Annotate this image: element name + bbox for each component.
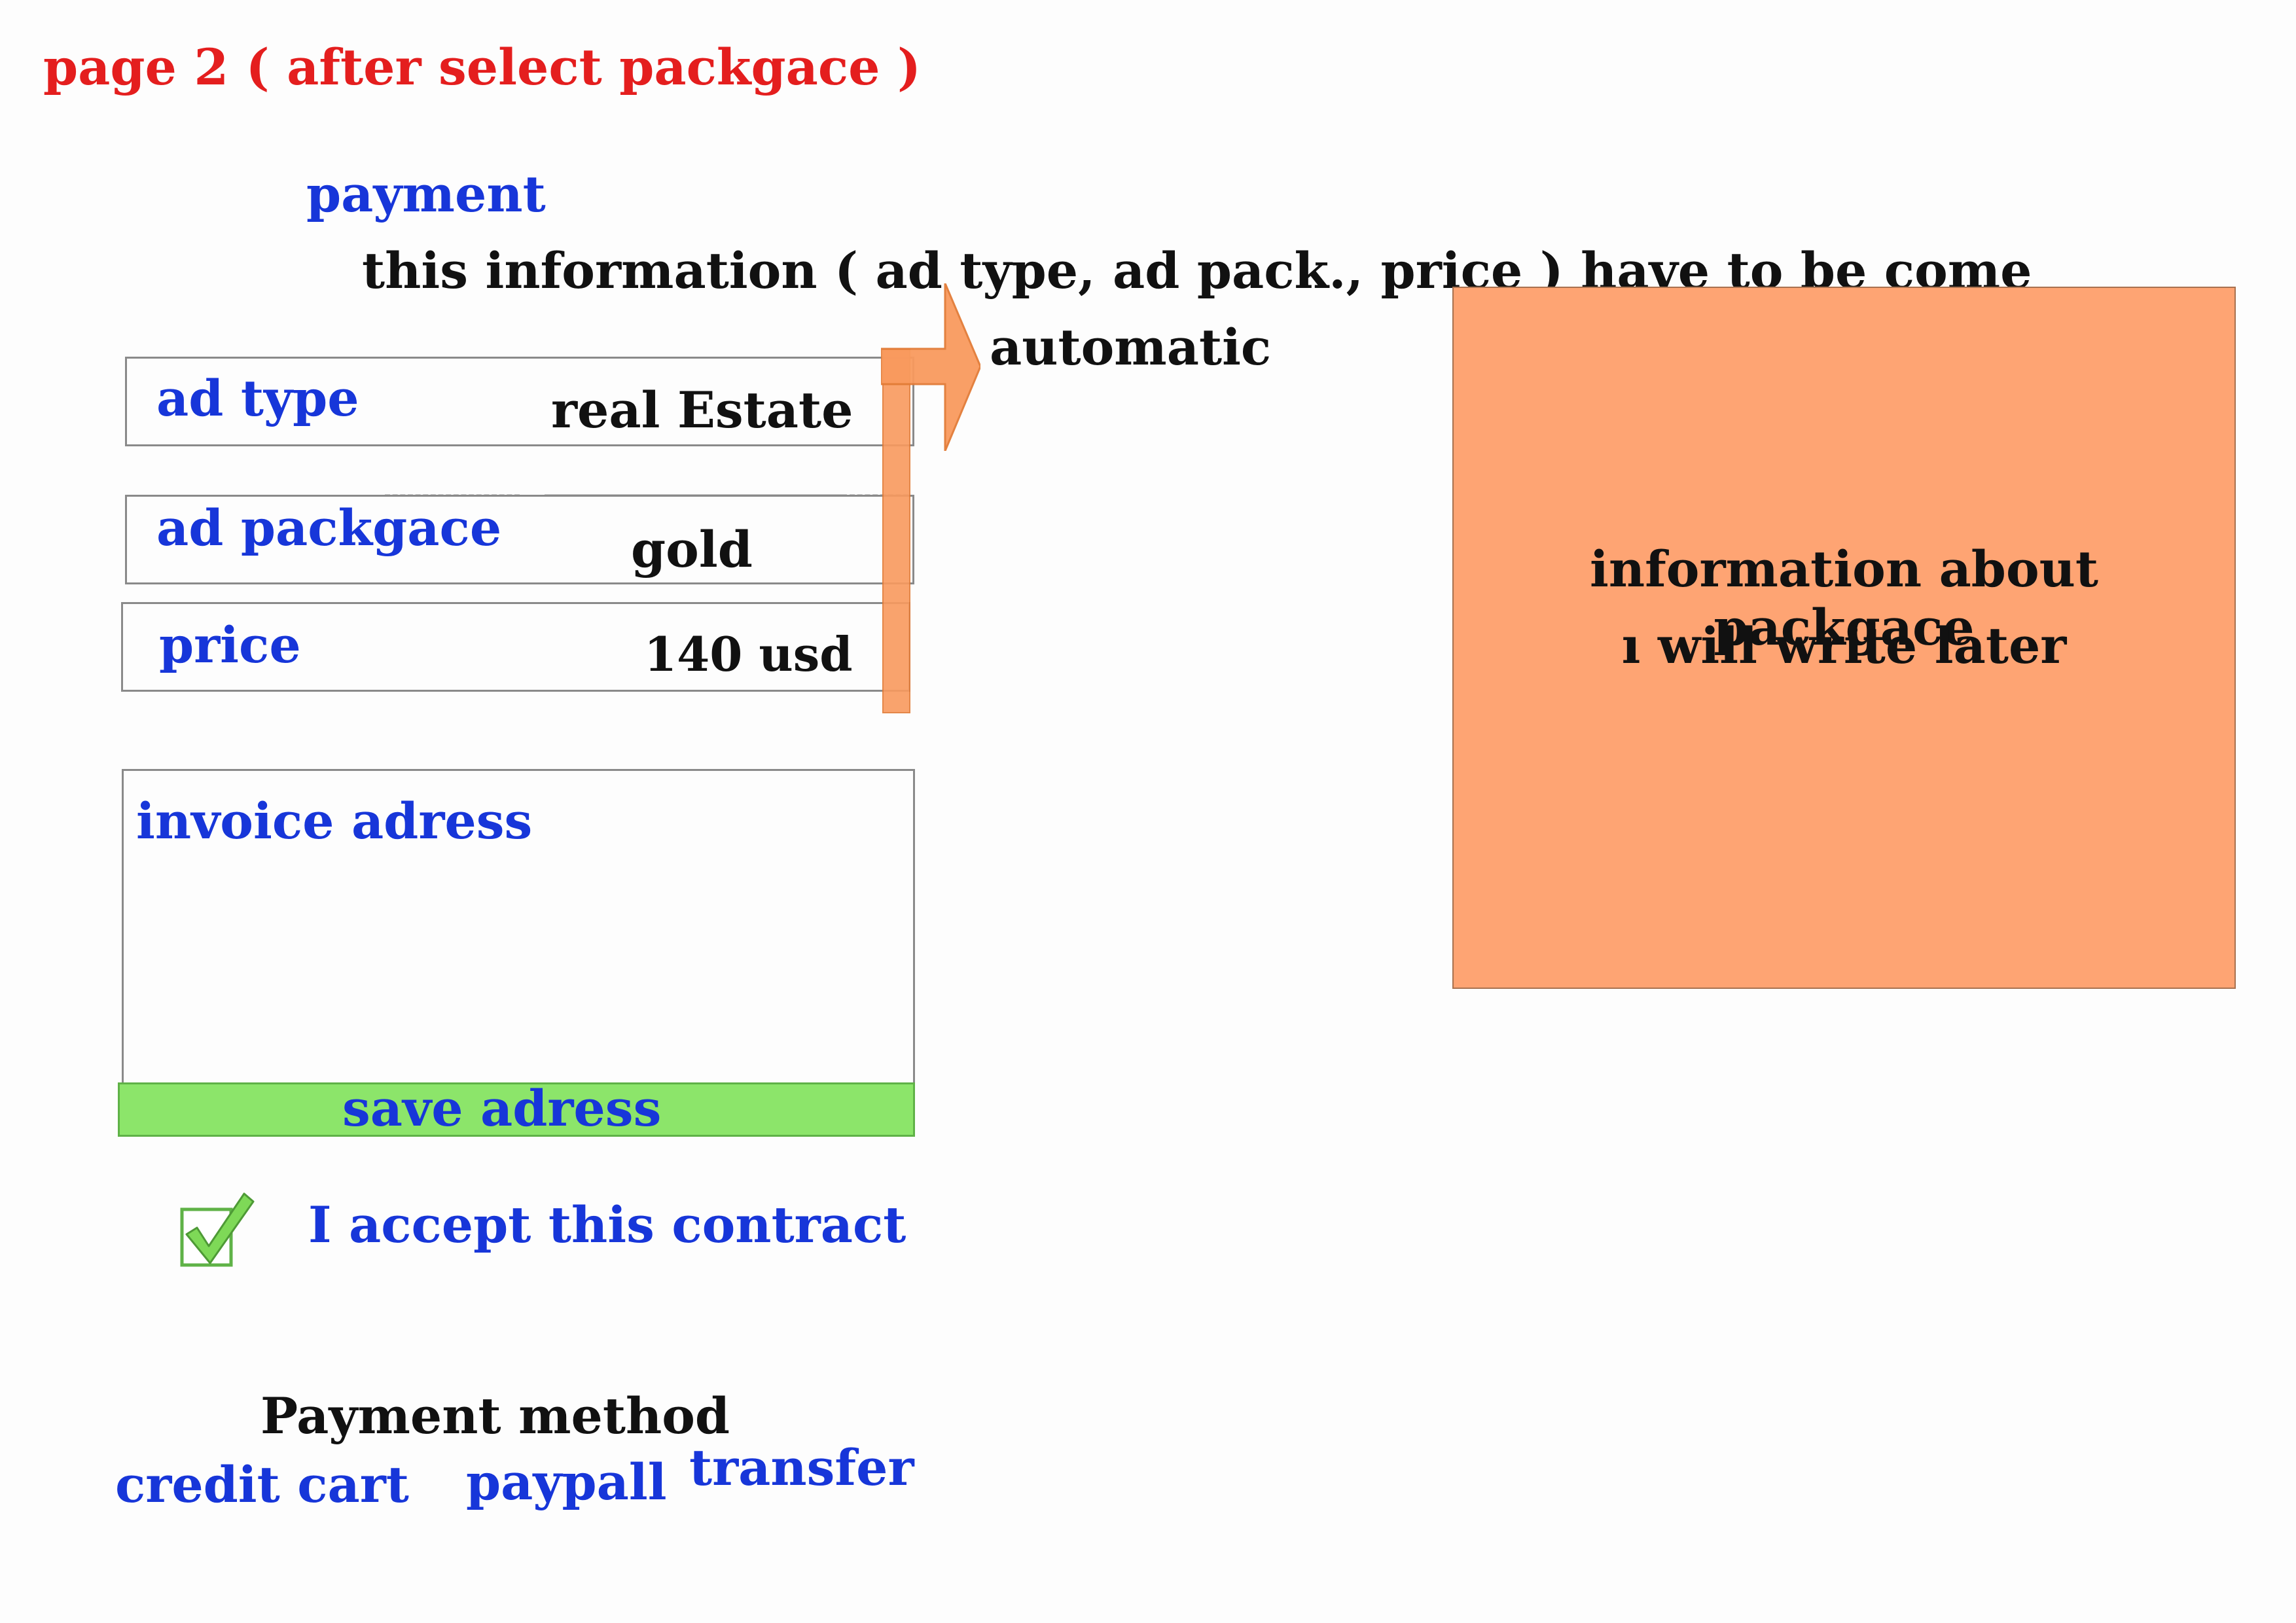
ad-package-value: gold bbox=[631, 520, 753, 579]
automatic-note-continued: automatic bbox=[990, 318, 1272, 376]
price-value: 140 usd bbox=[644, 626, 853, 682]
ad-type-value: real Estate bbox=[551, 381, 853, 439]
ad-type-label: ad type bbox=[156, 369, 359, 427]
save-address-button[interactable]: save adress bbox=[118, 1079, 915, 1137]
fields-highlight-bar bbox=[882, 349, 910, 713]
payment-option-paypal[interactable]: paypall bbox=[466, 1453, 667, 1511]
price-label: price bbox=[159, 616, 301, 674]
invoice-address-box[interactable]: invoice adress bbox=[122, 769, 915, 1136]
price-field: price 140 usd bbox=[121, 602, 910, 692]
package-info-line: information about packgace bbox=[1589, 540, 2099, 656]
save-address-label: save adress bbox=[342, 1079, 662, 1137]
package-info-box: information about packgace ı will write … bbox=[1452, 287, 2236, 989]
ad-package-label: ad packgace bbox=[156, 499, 502, 557]
section-title: payment bbox=[306, 165, 546, 223]
checkbox-checked-icon[interactable] bbox=[180, 1190, 255, 1268]
ad-package-field: ad packgace gold bbox=[125, 495, 914, 584]
payment-option-transfer[interactable]: transfer bbox=[689, 1438, 914, 1497]
invoice-address-label: invoice adress bbox=[136, 792, 533, 850]
payment-method-title: Payment method bbox=[260, 1387, 730, 1445]
ad-type-field: ad type real Estate bbox=[125, 357, 914, 446]
payment-option-credit-card[interactable]: credit cart bbox=[115, 1455, 409, 1514]
page-title: page 2 ( after select packgace ) bbox=[43, 38, 921, 96]
accept-contract-label[interactable]: I accept this contract bbox=[308, 1196, 906, 1254]
right-arrow-icon bbox=[881, 283, 980, 451]
package-info-line: ı will write later bbox=[1621, 616, 2067, 675]
